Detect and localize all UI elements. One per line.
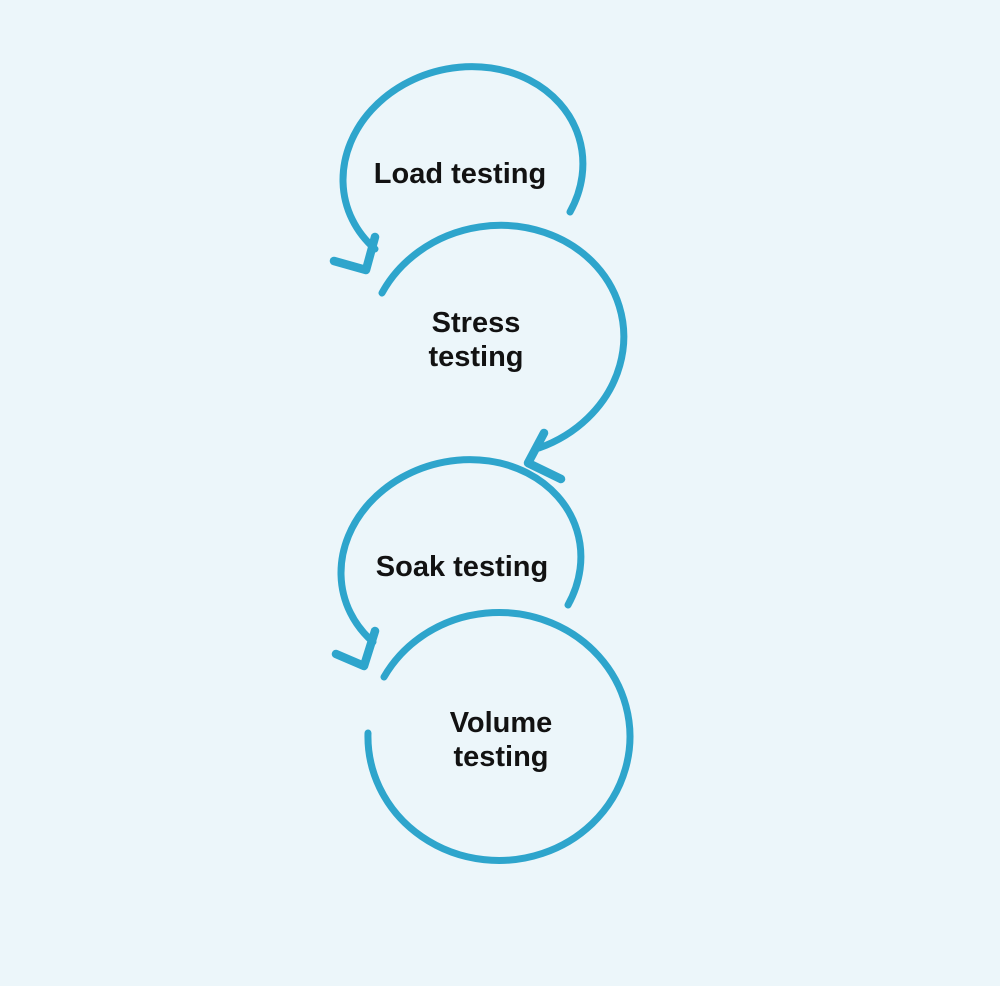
step-label-stress-testing: Stress testing [428,307,524,373]
step-label-soak-testing: Soak testing [375,551,549,583]
arrowhead-icon [331,626,380,671]
step-label-load-testing: Load testing [373,158,547,190]
loop-arc-stress-testing [378,221,628,452]
loop-arc-soak-testing [337,456,585,646]
arrowhead-icon [523,428,566,484]
loop-arc-volume-testing [364,608,634,864]
arrowhead-icon [329,232,380,275]
loop-arc-load-testing [339,63,587,253]
step-label-volume-testing: Volume testing [449,707,553,773]
